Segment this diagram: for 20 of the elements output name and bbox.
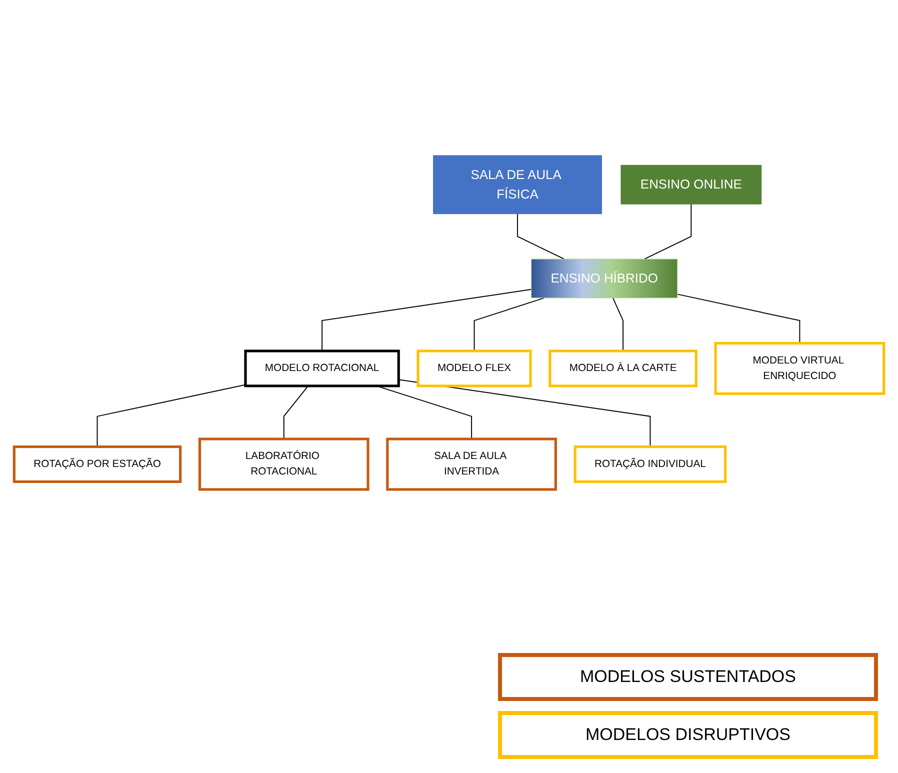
- node-box: ENSINO ONLINE: [620, 164, 762, 204]
- connector: [96, 384, 246, 448]
- legend-entry: MODELOS DISRUPTIVOS: [498, 711, 878, 759]
- connector: [474, 297, 545, 352]
- node-box: LABORATÓRIO ROTACIONAL: [198, 438, 370, 491]
- node-box: SALA DE AULA INVERTIDA: [386, 438, 557, 491]
- node-box: ROTAÇÃO INDIVIDUAL: [574, 445, 727, 483]
- connector: [644, 204, 692, 260]
- connector: [612, 297, 624, 352]
- connector: [517, 213, 565, 260]
- node-box: MODELO FLEX: [416, 350, 532, 388]
- node-box: MODELO VIRTUAL ENRIQUECIDO: [714, 342, 886, 395]
- node-box: ROTAÇÃO POR ESTAÇÃO: [12, 445, 182, 483]
- node-box: MODELO À LA CARTE: [548, 350, 698, 388]
- node-box: MODELO ROTACIONAL: [244, 350, 400, 388]
- node-box: SALA DE AULA FÍSICA: [433, 155, 602, 214]
- connector: [283, 385, 309, 440]
- legend-entry: MODELOS SUSTENTADOS: [498, 653, 878, 701]
- connector: [322, 288, 532, 352]
- connector: [676, 294, 800, 344]
